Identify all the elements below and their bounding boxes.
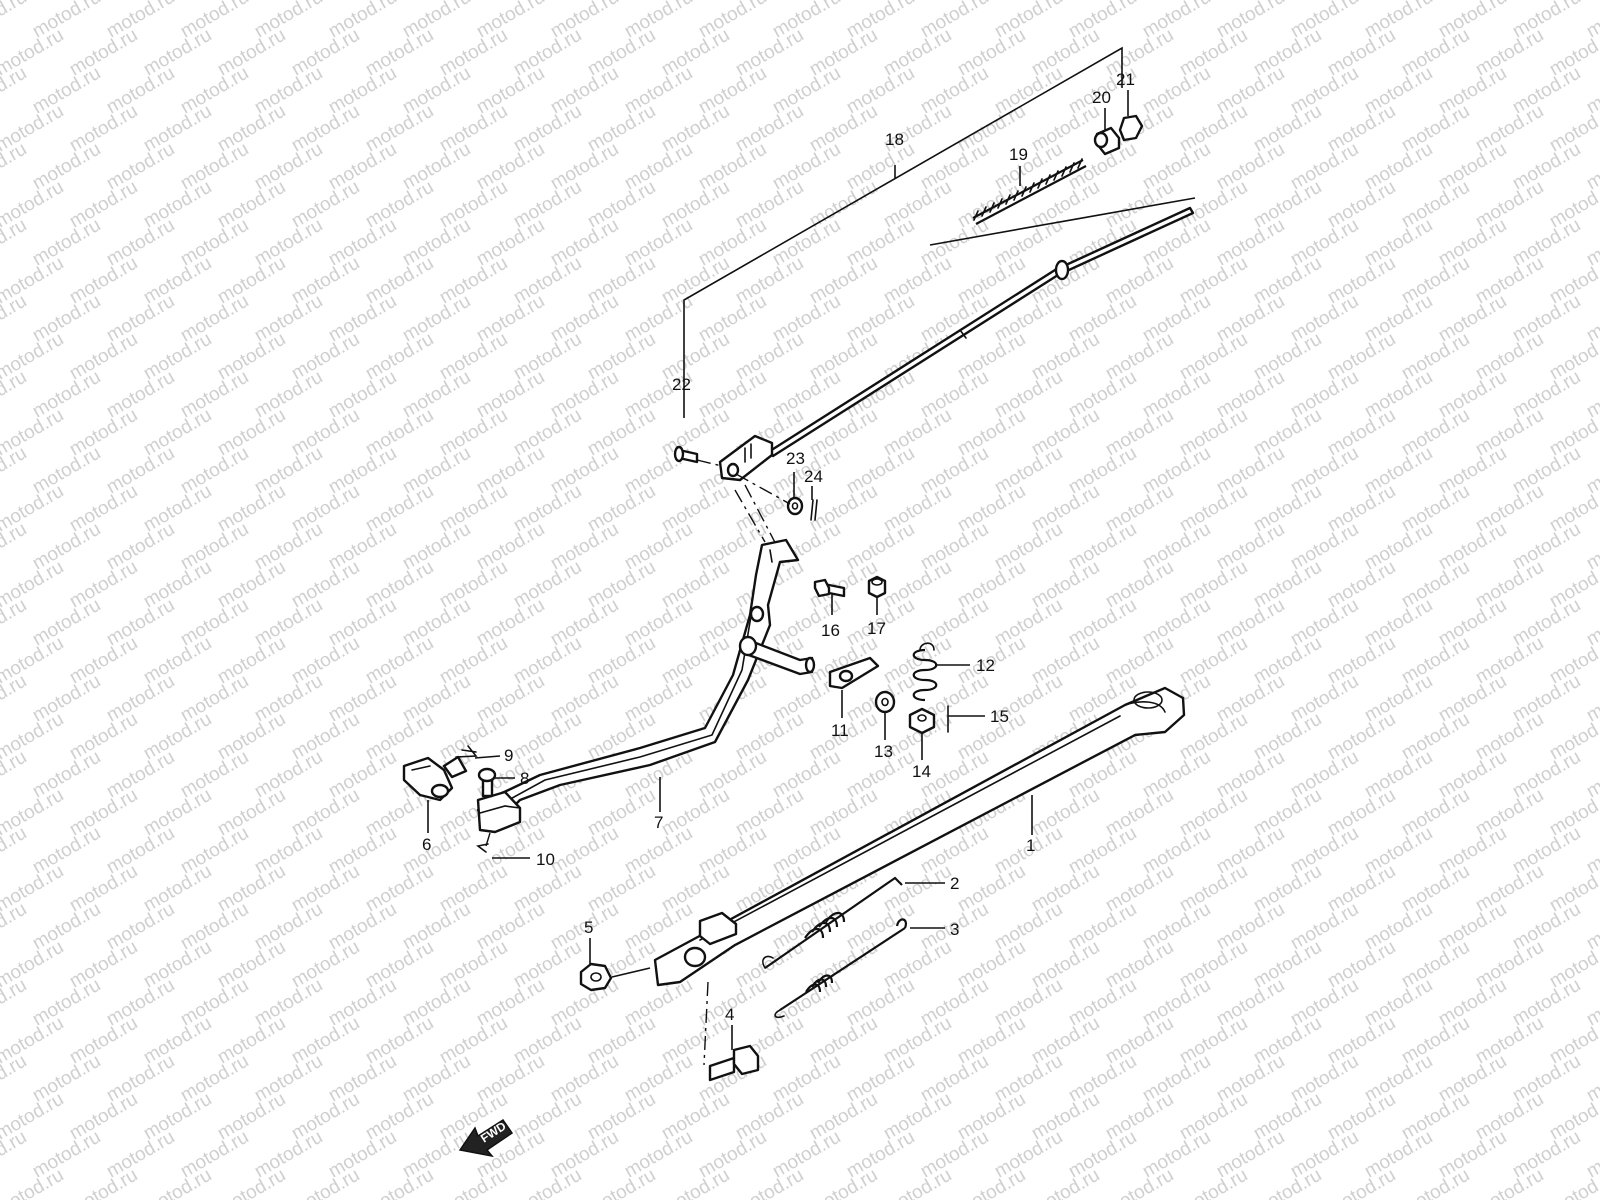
watermark-text: motod.ru (288, 1165, 363, 1200)
watermark-text: motod.ru (806, 1165, 881, 1200)
cap-nut-21 (1118, 114, 1144, 142)
callout-20: 20 (1092, 88, 1111, 107)
callout-9: 9 (504, 746, 513, 765)
watermark-text: motod.ru (0, 899, 30, 955)
watermark-text: motod.ru (0, 291, 30, 347)
callout-5: 5 (584, 918, 593, 937)
callout-16: 16 (821, 621, 840, 640)
watermark-text: motod.ru (1250, 1165, 1325, 1200)
watermark-text: motod.ru (584, 1165, 659, 1200)
brake-cable-18 (718, 206, 1195, 482)
callout-13: 13 (874, 742, 893, 761)
bolt-16 (813, 578, 846, 598)
watermark-text: motod.ru (954, 1165, 1029, 1200)
watermark-text: motod.ru (214, 1165, 289, 1200)
watermark-text: motod.ru (0, 747, 30, 803)
watermark-text: motod.ru (0, 215, 30, 271)
callout-15: 15 (990, 707, 1009, 726)
spring-12 (912, 642, 938, 702)
watermark-text: motod.ru (1028, 1165, 1103, 1200)
watermark-text: motod.ru (0, 0, 30, 42)
watermark-text: motod.ru (1176, 1165, 1251, 1200)
watermark-text: motod.ru (0, 1127, 30, 1183)
clevis-pin-22 (673, 445, 723, 467)
watermark-text: motod.ru (0, 367, 30, 423)
pin-10 (476, 832, 491, 853)
callout-17: 17 (867, 619, 886, 638)
watermark-text: motod.ru (658, 1165, 733, 1200)
assembly-bracket-18 (683, 46, 1123, 418)
plate-11 (828, 656, 880, 690)
callout-14: 14 (912, 762, 931, 781)
spring-19 (929, 158, 1196, 246)
washer-13 (874, 690, 896, 714)
watermark-text: motod.ru (1398, 1165, 1473, 1200)
watermark-text: motod.ru (436, 1165, 511, 1200)
callout-2: 2 (950, 874, 959, 893)
cotter-pin-24 (810, 499, 818, 521)
cable-end-20 (1093, 126, 1121, 156)
watermark-text: motod.ru (880, 1165, 955, 1200)
pedal-bracket-6 (402, 755, 468, 802)
washer-23 (786, 496, 804, 516)
watermark-text: motod.ru (1472, 1165, 1547, 1200)
bolt-4 (703, 981, 760, 1082)
watermark-text: motod.ru (0, 139, 30, 195)
watermark-text: motod.ru (732, 1165, 807, 1200)
watermark-text: motod.ru (0, 975, 30, 1031)
watermark-text: motod.ru (510, 1165, 585, 1200)
nut-5 (579, 962, 651, 992)
callout-12: 12 (976, 656, 995, 675)
watermark-text: motod.ru (0, 823, 30, 879)
leader-lines (427, 90, 1129, 1050)
spring-2 (762, 876, 903, 969)
brake-pedal-7 (476, 484, 816, 834)
bolt-8 (477, 767, 497, 798)
clip-9 (455, 745, 478, 758)
watermark-text: motod.ru (0, 671, 30, 727)
watermark-text: motod.ru (0, 1051, 30, 1107)
callout-23: 23 (786, 449, 805, 468)
watermark-text: motod.ru (0, 519, 30, 575)
block-14 (908, 707, 936, 735)
callout-3: 3 (950, 920, 959, 939)
watermark-text: motod.ru (0, 443, 30, 499)
callout-7: 7 (654, 813, 663, 832)
callout-4: 4 (725, 1005, 734, 1024)
callout-10: 10 (536, 850, 555, 869)
watermark-text: motod.ru (66, 1165, 141, 1200)
callout-21: 21 (1116, 70, 1135, 89)
nut-17 (867, 575, 887, 599)
watermark-text: motod.ru (362, 1165, 437, 1200)
watermark-text: motod.ru (1102, 1165, 1177, 1200)
watermark-text: motod.ru (0, 63, 30, 119)
callout-labels: 1 2 3 4 5 6 7 8 9 10 11 12 13 14 15 16 1… (422, 70, 1135, 1024)
callout-11: 11 (831, 721, 849, 740)
callout-18: 18 (885, 130, 904, 149)
callout-6: 6 (422, 835, 431, 854)
callout-1: 1 (1026, 836, 1035, 855)
watermark-text: motod.ru (0, 595, 30, 651)
callout-24: 24 (804, 467, 823, 486)
watermark-text: motod.ru (140, 1165, 215, 1200)
callout-22: 22 (672, 375, 691, 394)
spring-3 (774, 918, 907, 1019)
watermark-text: motod.ru (1324, 1165, 1399, 1200)
callout-8: 8 (520, 769, 529, 788)
callout-19: 19 (1009, 145, 1028, 164)
side-stand-1 (653, 686, 1186, 987)
